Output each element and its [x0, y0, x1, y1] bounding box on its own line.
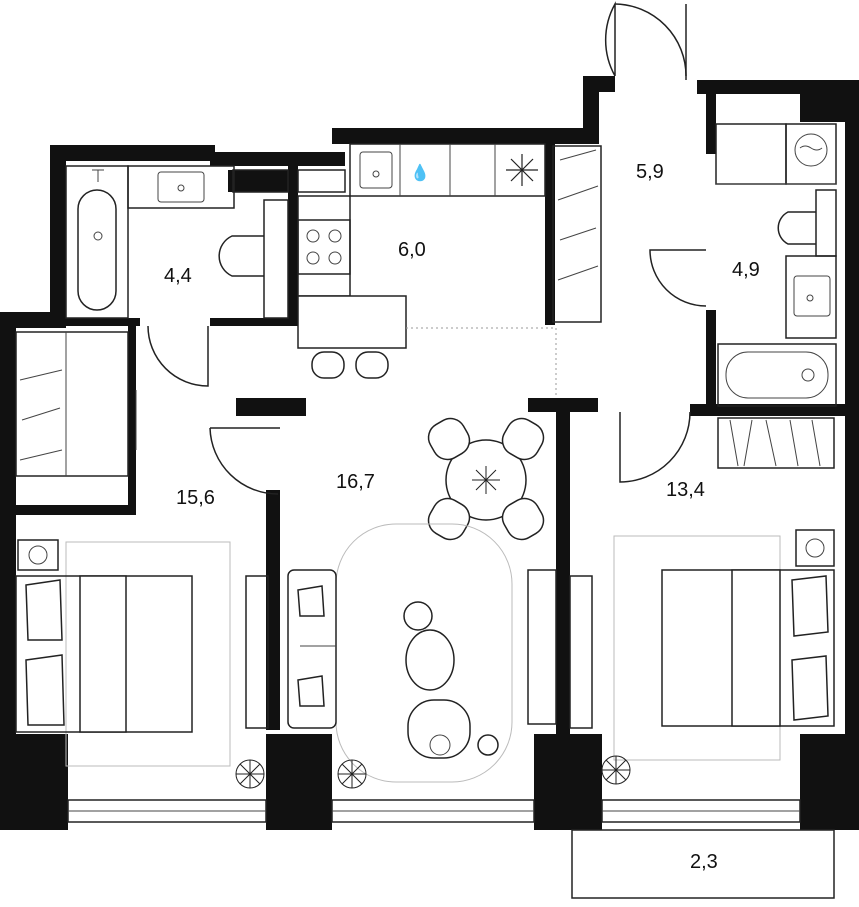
balcony	[571, 829, 835, 899]
doors	[147, 1, 707, 495]
area-label-balcony: 2,3	[690, 851, 718, 873]
bedroom-2-furniture	[569, 417, 835, 785]
bathroom-2-fixtures	[715, 123, 837, 407]
snowflake-icon	[506, 154, 538, 186]
svg-text:💧: 💧	[410, 163, 430, 182]
area-label-living-room: 16,7	[336, 471, 375, 493]
area-label-kitchen: 6,0	[398, 239, 426, 261]
walls	[0, 76, 859, 830]
kitchen-fixtures: 💧	[297, 143, 602, 398]
area-label-hallway: 5,9	[636, 161, 664, 183]
area-label-bedroom-1: 15,6	[176, 487, 215, 509]
bedroom-1-furniture	[15, 331, 269, 789]
living-furniture	[287, 417, 557, 789]
windows	[67, 169, 801, 823]
area-labels: 4,4 6,0 5,9 4,9 15,6 16,7 13,4 2,3	[164, 161, 760, 873]
area-label-bedroom-2: 13,4	[666, 479, 705, 501]
bathroom-1-fixtures	[65, 165, 289, 319]
area-label-bathroom-2: 4,9	[732, 259, 760, 281]
area-label-bathroom-1: 4,4	[164, 265, 192, 287]
